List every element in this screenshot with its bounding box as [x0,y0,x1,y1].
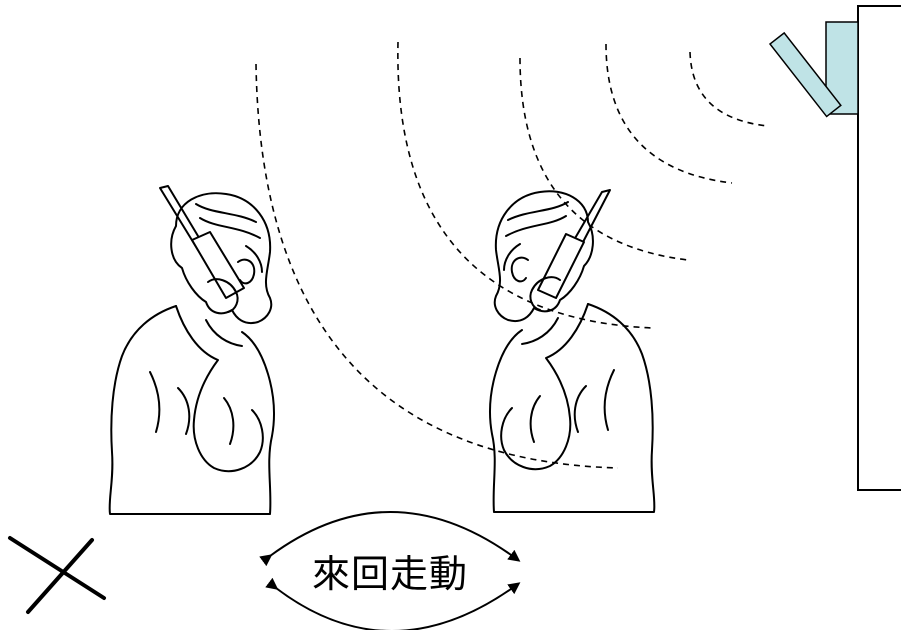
signal-wave-2 [605,43,733,184]
head [170,192,273,324]
x-mark-stroke-1 [8,536,106,600]
ear [510,256,529,283]
body [488,303,656,513]
sleeve-folds [149,371,235,445]
person-on-phone-right [488,189,656,513]
collar [205,319,243,347]
signal-wave-4 [397,41,653,329]
arrow-top-arc [259,511,521,567]
signal-wave-3 [519,57,689,261]
hair [195,203,263,273]
ear [237,258,256,285]
phone-body [537,233,585,299]
x-mark [8,536,106,614]
signal-waves [255,41,769,469]
hand [529,276,561,311]
body [108,305,276,515]
arrow-bottom-arc [265,577,521,630]
motion-caption: 來回走動 [311,552,468,596]
signal-wave-1 [689,51,769,127]
x-mark-stroke-2 [26,538,94,614]
collar [521,317,559,345]
head [493,190,594,322]
hand [207,278,239,313]
wall [857,5,901,491]
phone-body [191,231,245,299]
signal-wave-5 [255,63,619,469]
wall-mounted-antenna [768,21,859,118]
sleeve-folds [529,369,615,443]
back-and-forth-arrows [259,511,521,630]
hair [503,201,569,271]
antenna-panel [768,31,842,118]
arm [175,305,264,473]
person-on-phone-left [108,185,276,515]
arm [500,303,589,471]
